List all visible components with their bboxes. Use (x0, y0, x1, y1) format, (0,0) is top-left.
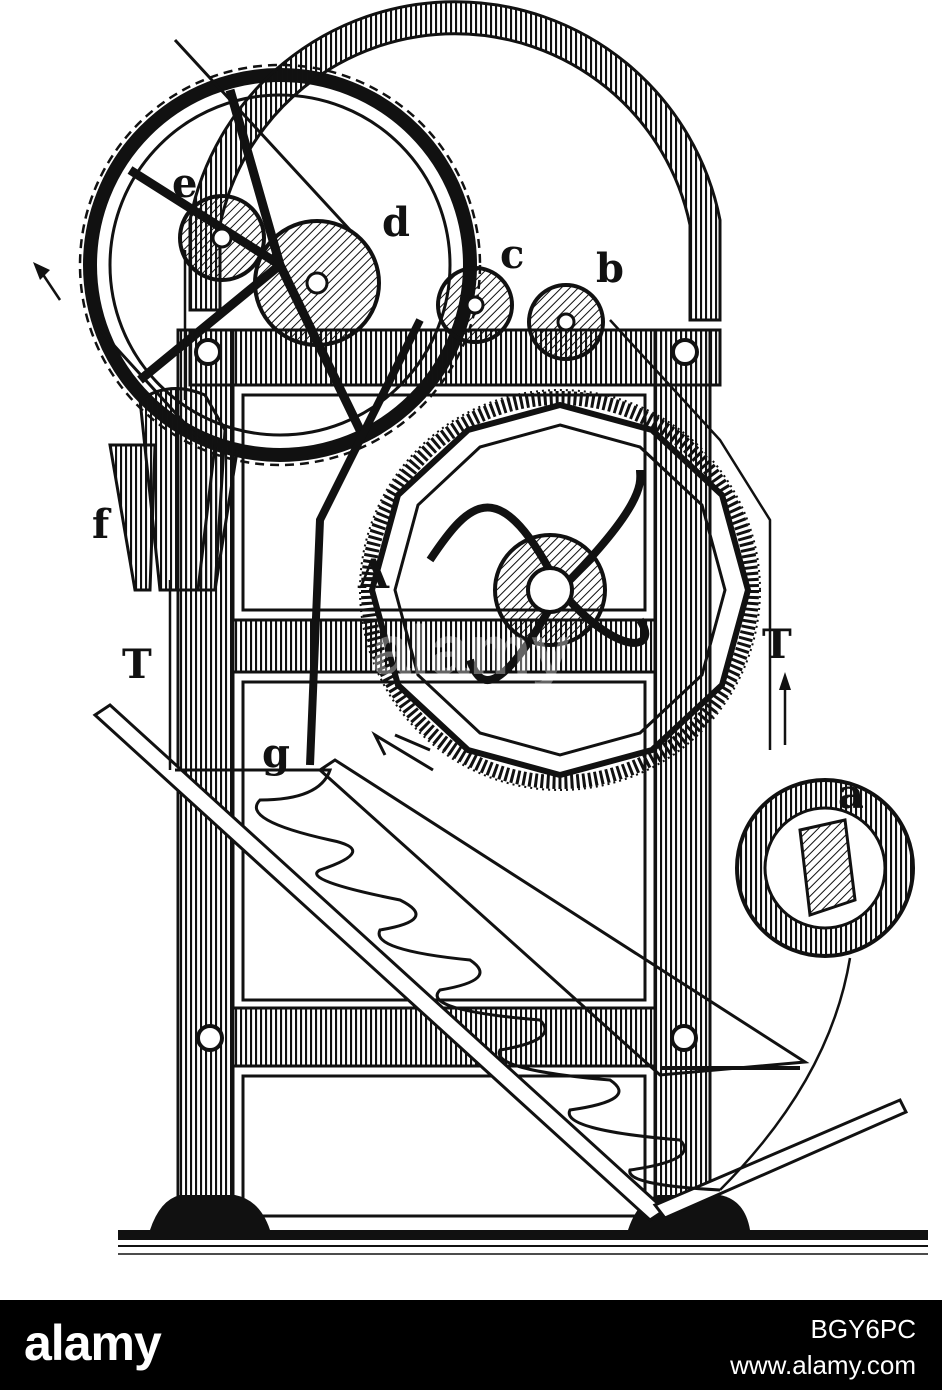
label-A: A (357, 551, 390, 598)
label-T-left: T (122, 641, 152, 688)
card-drum (359, 389, 761, 791)
label-f: f (92, 501, 112, 548)
footer-logo[interactable]: alamy (24, 1315, 162, 1371)
footer-bar: alamy BGY6PC www.alamy.com (0, 1300, 942, 1390)
label-a: a (838, 771, 864, 818)
rollers (178, 194, 605, 361)
label-d: d (382, 199, 410, 246)
ground (118, 1230, 928, 1255)
coiler-can (108, 387, 240, 592)
footer-image-id: BGY6PC (810, 1314, 917, 1344)
carding-machine-engraving: e d c b f A T T g a (33, 0, 928, 1255)
label-b: b (596, 245, 624, 292)
lap-roll (719, 778, 915, 1191)
sliver-path (33, 250, 791, 1192)
label-e: e (172, 160, 197, 207)
label-c: c (500, 231, 524, 278)
footer-url[interactable]: www.alamy.com (730, 1350, 916, 1380)
label-g: g (262, 730, 290, 777)
label-T-right: T (762, 621, 792, 668)
